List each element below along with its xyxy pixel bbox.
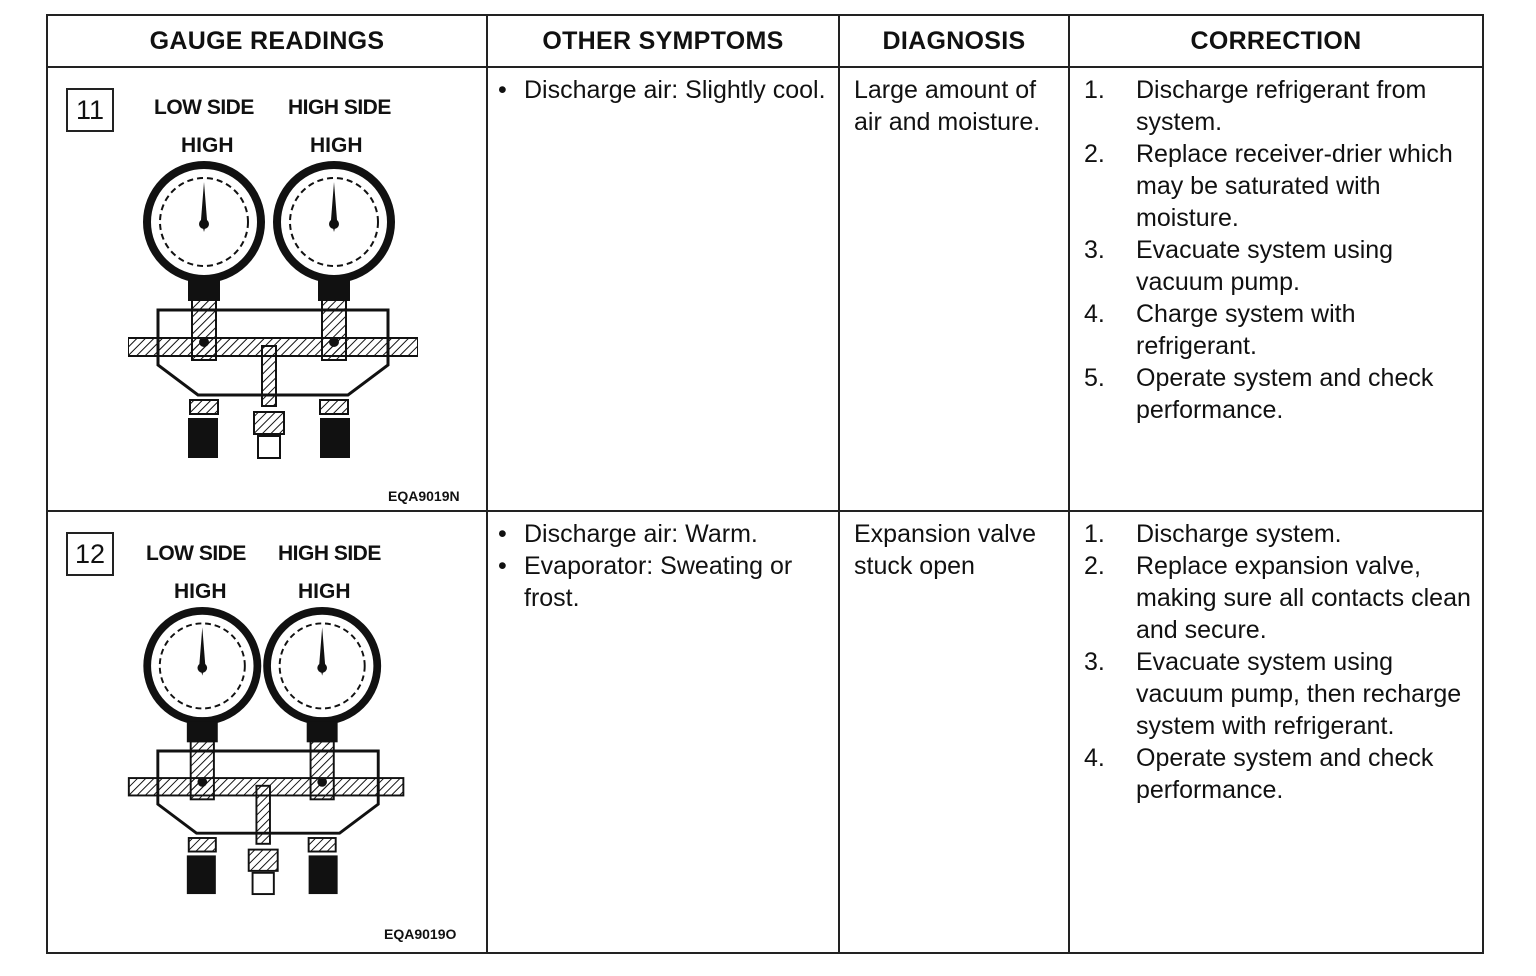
step-text: Replace expansion valve, making sure all… [1136, 552, 1471, 644]
step-number: 5. [1084, 364, 1105, 392]
gauge-readings-cell: 12 LOW SIDE HIGH SIDE HIGH HIGH [46, 510, 488, 954]
correction-step: 4. Operate system and check performance. [1084, 742, 1472, 806]
correction-list: 1. Discharge system. 2. Replace expansion … [1070, 512, 1482, 806]
header-row: GAUGE READINGS OTHER SYMPTOMS DIAGNOSIS … [46, 14, 1484, 68]
step-number: 3. [1084, 648, 1105, 676]
other-symptoms-cell: Discharge air: Slightly cool. [486, 66, 840, 512]
high-side-gauge-icon [263, 606, 382, 743]
correction-step: 1. Discharge refrigerant from system. [1084, 74, 1472, 138]
correction-step: 2. Replace receiver-drier which may be sa… [1084, 138, 1472, 234]
correction-step: 3. Evacuate system using vacuum pump, the… [1084, 646, 1472, 742]
symptom-list: Discharge air: Warm. Evaporator: Sweatin… [488, 512, 838, 614]
header-diagnosis: DIAGNOSIS [838, 14, 1070, 68]
step-number: 4. [1084, 744, 1105, 772]
step-number: 3. [1084, 236, 1105, 264]
table-row: 12 LOW SIDE HIGH SIDE HIGH HIGH [46, 510, 1484, 954]
low-side-gauge-icon [143, 161, 265, 301]
step-number: 1. [1084, 76, 1105, 104]
header-other-symptoms: OTHER SYMPTOMS [486, 14, 840, 68]
symptom-item: Discharge air: Slightly cool. [498, 74, 828, 106]
diagnosis-text: Expansion valve stuck open [854, 520, 1037, 580]
diagnosis-table: GAUGE READINGS OTHER SYMPTOMS DIAGNOSIS … [46, 14, 1484, 954]
manifold-body-icon [128, 299, 418, 459]
header-gauge-readings: GAUGE READINGS [46, 14, 488, 68]
step-number: 4. [1084, 300, 1105, 328]
correction-cell: 1. Discharge refrigerant from system. 2. R… [1068, 66, 1484, 512]
step-number: 2. [1084, 140, 1105, 168]
correction-step: 2. Replace expansion valve, making sure a… [1084, 550, 1472, 646]
step-text: Discharge system. [1136, 520, 1342, 548]
step-text: Discharge refrigerant from system. [1136, 76, 1427, 136]
case-number-box: 12 [66, 532, 114, 576]
correction-step: 4. Charge system with refrigerant. [1084, 298, 1472, 362]
high-side-reading: HIGH [310, 134, 363, 157]
manifold-gauge-set-image [127, 606, 405, 896]
step-number: 2. [1084, 552, 1105, 580]
case-number-box: 11 [66, 88, 114, 132]
low-side-reading: HIGH [174, 580, 227, 603]
correction-cell: 1. Discharge system. 2. Replace expansion … [1068, 510, 1484, 954]
step-text: Evacuate system using vacuum pump, then … [1136, 648, 1462, 740]
low-side-label: LOW SIDE [154, 96, 254, 119]
symptom-list: Discharge air: Slightly cool. [488, 68, 838, 106]
correction-step: 1. Discharge system. [1084, 518, 1472, 550]
manifold-gauge-set-image [128, 161, 418, 459]
low-side-label: LOW SIDE [146, 542, 246, 565]
high-side-reading: HIGH [298, 580, 351, 603]
table-row: 11 LOW SIDE HIGH SIDE HIGH HIGH [46, 66, 1484, 512]
step-text: Evacuate system using vacuum pump. [1136, 236, 1394, 296]
symptom-item: Discharge air: Warm. [498, 518, 828, 550]
diagnosis-cell: Large amount of air and moisture. [838, 66, 1070, 512]
diagnosis-text: Large amount of air and moisture. [854, 76, 1041, 136]
step-text: Charge system with refrigerant. [1136, 300, 1356, 360]
gauge-readings-cell: 11 LOW SIDE HIGH SIDE HIGH HIGH [46, 66, 488, 512]
other-symptoms-cell: Discharge air: Warm. Evaporator: Sweatin… [486, 510, 840, 954]
correction-list: 1. Discharge refrigerant from system. 2. R… [1070, 68, 1482, 426]
figure-code: EQA9019N [388, 488, 460, 504]
correction-step: 3. Evacuate system using vacuum pump. [1084, 234, 1472, 298]
high-side-gauge-icon [273, 161, 395, 301]
low-side-reading: HIGH [181, 134, 234, 157]
low-side-gauge-icon [143, 606, 262, 743]
manifold-body-icon [127, 740, 405, 896]
step-text: Operate system and check performance. [1136, 364, 1434, 424]
header-correction: CORRECTION [1068, 14, 1484, 68]
high-side-label: HIGH SIDE [278, 542, 381, 565]
figure-code: EQA9019O [384, 926, 457, 942]
step-text: Replace receiver-drier which may be satu… [1136, 140, 1453, 232]
correction-step: 5. Operate system and check performance. [1084, 362, 1472, 426]
step-number: 1. [1084, 520, 1105, 548]
high-side-label: HIGH SIDE [288, 96, 391, 119]
symptom-item: Evaporator: Sweating or frost. [498, 550, 828, 614]
diagnosis-cell: Expansion valve stuck open [838, 510, 1070, 954]
step-text: Operate system and check performance. [1136, 744, 1434, 804]
